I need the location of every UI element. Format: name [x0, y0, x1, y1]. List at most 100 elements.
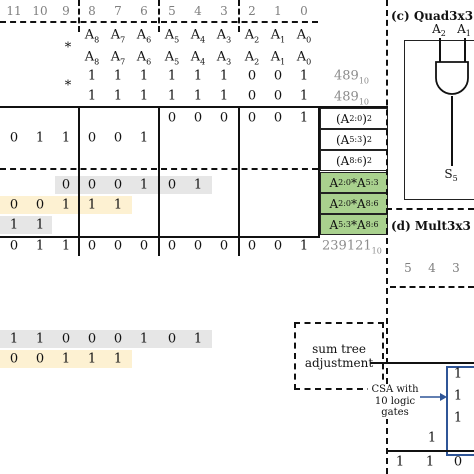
cross-bit: 1: [193, 177, 203, 193]
square-bit: 0: [273, 110, 283, 126]
binary-bit: 1: [219, 68, 229, 84]
decimal-value-2: 48910: [334, 89, 370, 107]
operand-b-bit: A7: [110, 49, 126, 67]
operand-b-bit: A4: [190, 49, 206, 67]
operand-a-bit: A0: [296, 27, 312, 45]
binary-bit: 1: [167, 68, 177, 84]
panel-c-wire: [439, 38, 441, 63]
panel-c-input: A2: [432, 21, 446, 39]
panel-d-rule: [390, 286, 474, 288]
result-bit: 0: [113, 238, 123, 254]
bottom-bit: 0: [87, 331, 97, 347]
square-bit: 0: [167, 110, 177, 126]
col-header: 7: [114, 4, 122, 18]
result-bit: 1: [35, 238, 45, 254]
csa-box: [446, 366, 474, 456]
binary-bit: 0: [247, 88, 257, 104]
operand-b-bit: A1: [270, 49, 286, 67]
binary-bit: 1: [219, 88, 229, 104]
square-bit: 0: [9, 130, 19, 146]
binary-bit: 1: [87, 68, 97, 84]
bottom-bit: 0: [35, 351, 45, 367]
rule-v2-low: [158, 236, 160, 256]
panel-d-bottom-bit: 0: [453, 454, 463, 470]
cross-bit: 0: [9, 197, 19, 213]
operand-a-bit: A6: [136, 27, 152, 45]
arrow-right-icon: [420, 393, 447, 401]
operand-b-bit: A8: [84, 49, 100, 67]
cross-bit: 0: [167, 177, 177, 193]
result-decimal: 23912110: [322, 238, 382, 256]
operator-symbol: *: [64, 40, 72, 56]
bottom-bit: 1: [9, 331, 19, 347]
col-header: 5: [168, 4, 176, 18]
cross-bit: 1: [35, 217, 45, 233]
bottom-bit: 0: [167, 331, 177, 347]
result-bit: 0: [247, 238, 257, 254]
result-bit: 0: [219, 238, 229, 254]
rule-v3-low: [238, 236, 240, 256]
panel-divider-c: [386, 0, 388, 205]
result-bit: 1: [61, 238, 71, 254]
panel-d-bit: 1: [453, 388, 463, 404]
bottom-bit: 1: [193, 331, 203, 347]
col-header: 1: [274, 4, 282, 18]
binary-bit: 1: [139, 68, 149, 84]
binary-bit: 1: [193, 88, 203, 104]
col-header: 4: [194, 4, 202, 18]
binary-bit: 0: [247, 68, 257, 84]
col-header: 10: [32, 4, 48, 18]
result-bit: 0: [9, 238, 19, 254]
cross-bit: 1: [139, 177, 149, 193]
panel-d-bottom-bit: 1: [425, 454, 435, 470]
result-bit: 0: [87, 238, 97, 254]
rule-v2: [158, 106, 160, 236]
panel-divider-d: [386, 208, 474, 210]
panel-c-input: A1: [457, 21, 471, 39]
binary-bit: 0: [273, 68, 283, 84]
operand-b-bit: A3: [216, 49, 232, 67]
binary-bit: 1: [167, 88, 177, 104]
col-header: 9: [62, 4, 70, 18]
panel-divider-d-v: [386, 208, 388, 474]
bottom-row-2-shade: [0, 350, 132, 368]
panel-d-bit: 1: [427, 430, 437, 446]
square-bit: 1: [299, 110, 309, 126]
decimal-value-1: 48910: [334, 68, 370, 86]
panel-d-header: 4: [428, 261, 436, 275]
col-header: 11: [6, 4, 22, 18]
bottom-bit: 0: [9, 351, 19, 367]
binary-bit: 0: [273, 88, 283, 104]
panel-d-header: 5: [404, 261, 412, 275]
operand-a-bit: A8: [84, 27, 100, 45]
cross-bit: 0: [113, 177, 123, 193]
cross-bit: 0: [35, 197, 45, 213]
bottom-bit: 0: [113, 331, 123, 347]
cross-row-2-shade: [0, 196, 132, 214]
operand-b-bit: A2: [244, 49, 260, 67]
operand-b-bit: A6: [136, 49, 152, 67]
cross-bit: 1: [9, 217, 19, 233]
panel-d-header: 3: [452, 261, 460, 275]
cross-bit: 0: [61, 177, 71, 193]
operand-b-bit: A0: [296, 49, 312, 67]
panel-c-wire: [464, 38, 466, 63]
operand-a-bit: A4: [190, 27, 206, 45]
cross-bit: 1: [61, 197, 71, 213]
binary-bit: 1: [299, 68, 309, 84]
bottom-bit: 1: [87, 351, 97, 367]
operand-b-bit: A5: [164, 49, 180, 67]
cross-bit: 1: [87, 197, 97, 213]
and-gate-icon: [435, 61, 469, 95]
grid-line-v1: [78, 0, 80, 32]
bottom-bit: 1: [139, 331, 149, 347]
cross-row-1-shade: [55, 176, 212, 194]
col-header: 3: [220, 4, 228, 18]
square-bit: 1: [139, 130, 149, 146]
binary-bit: 1: [113, 88, 123, 104]
cross-bit: 0: [87, 177, 97, 193]
